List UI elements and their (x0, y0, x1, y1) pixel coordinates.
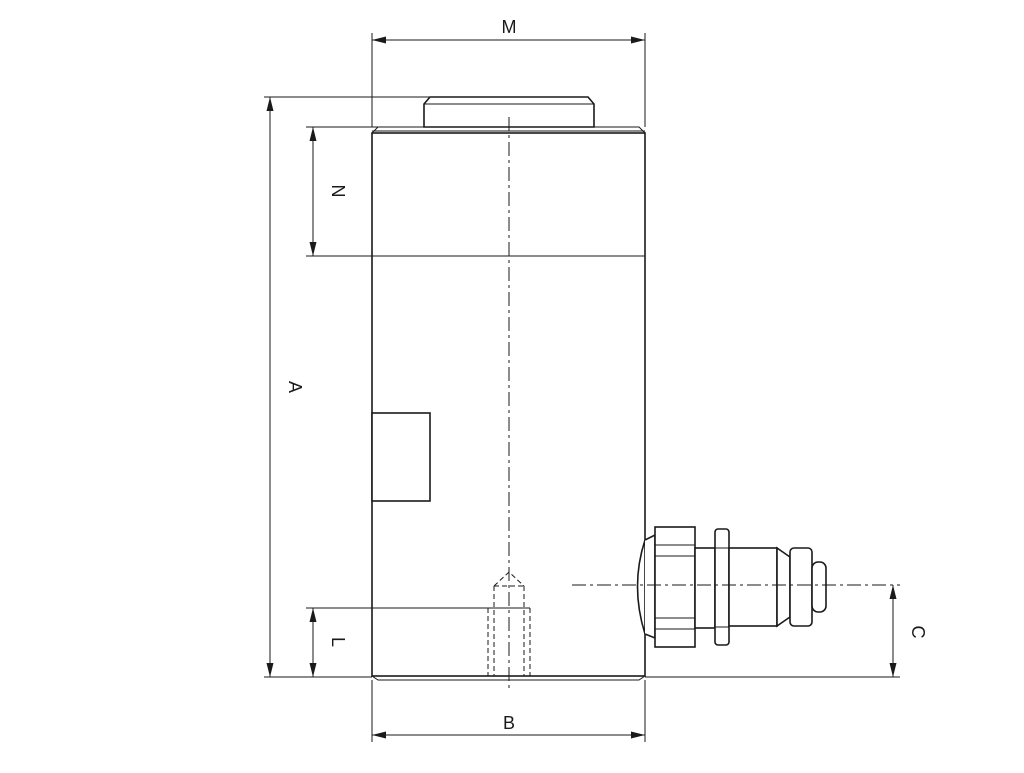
dimension-l: L (306, 607, 530, 677)
coupler-hex-nut (654, 526, 696, 648)
coupler-dome-base (644, 533, 656, 640)
dim-a-arrow-top (266, 97, 274, 111)
dim-c-arrow-bottom (889, 663, 897, 677)
dim-l-label: L (328, 637, 348, 647)
dim-n-arrow-top (309, 127, 317, 141)
dimension-c: C (645, 585, 928, 678)
dim-c-label: C (908, 626, 928, 639)
coupler-dome (636, 539, 646, 635)
coupler-taper (776, 546, 791, 628)
dim-a-label: A (285, 381, 305, 393)
dim-n-arrow-bottom (309, 242, 317, 256)
dim-a-arrow-bottom (266, 663, 274, 677)
dim-m-label: M (502, 17, 517, 37)
coupler-body (728, 547, 778, 627)
dim-c-arrow-top (889, 585, 897, 599)
dimension-a: A (264, 96, 430, 678)
coupler-neck (694, 547, 716, 629)
dimension-m: M (371, 17, 646, 127)
dimension-b: B (371, 680, 646, 742)
dim-l-arrow-top (309, 608, 317, 622)
dim-l-arrow-bottom (309, 663, 317, 677)
dim-b-arrow-right (631, 731, 645, 739)
side-block (371, 412, 431, 502)
dim-m-arrow-left (372, 36, 386, 44)
dim-m-arrow-right (631, 36, 645, 44)
plunger-saddle (423, 96, 595, 128)
dim-b-arrow-left (372, 731, 386, 739)
dim-n-label: N (328, 185, 348, 198)
coupler-tip (811, 561, 827, 613)
dim-b-label: B (503, 713, 515, 733)
coupler-lock-nut (714, 528, 730, 646)
dimension-n: N (306, 126, 378, 257)
hydraulic-coupler (636, 526, 827, 648)
coupler-sleeve (789, 547, 813, 627)
